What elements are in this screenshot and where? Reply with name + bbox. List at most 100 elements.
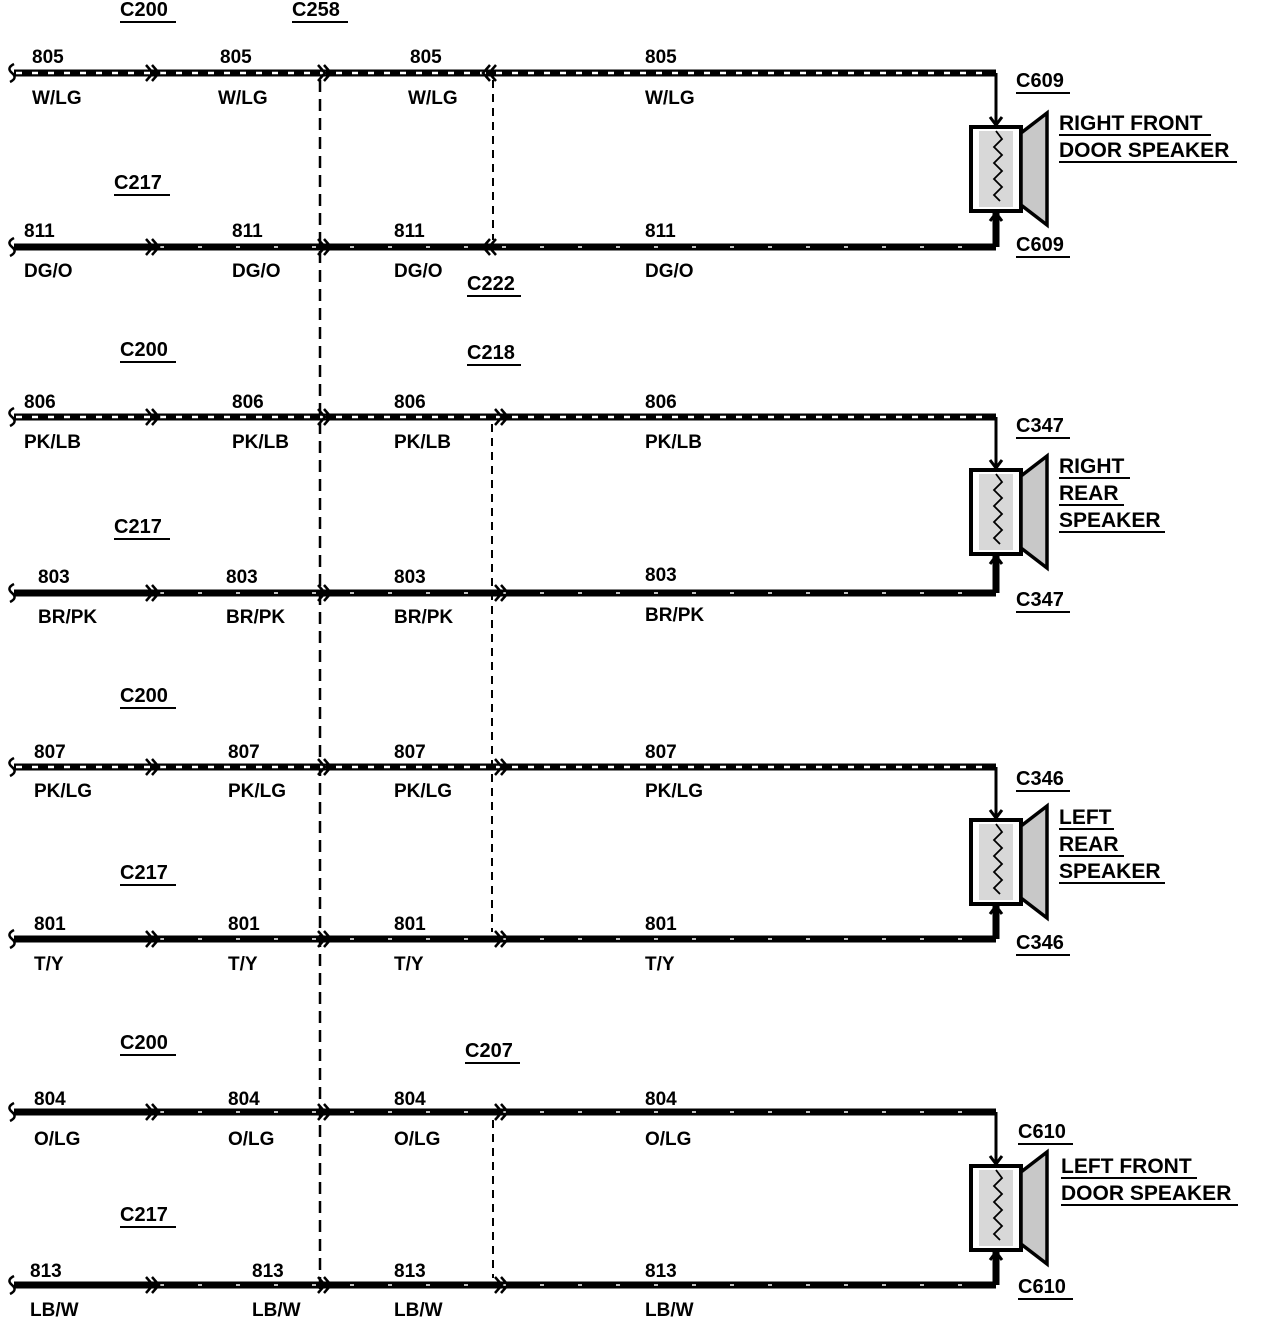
connector-label-c200: C200 bbox=[120, 0, 168, 21]
connector-label-c200: C200 bbox=[120, 685, 168, 707]
wire-break-mark bbox=[8, 236, 16, 258]
connector-label-c207: C207 bbox=[465, 1040, 513, 1062]
wire-color-code: DG/O bbox=[645, 261, 694, 282]
wire-break-mark bbox=[8, 1101, 16, 1123]
wire-runs bbox=[8, 62, 1000, 1296]
speaker-cone bbox=[1019, 452, 1049, 572]
circuit-number: 801 bbox=[34, 914, 66, 935]
connector-chevron bbox=[317, 64, 333, 82]
circuit-number: 806 bbox=[232, 392, 264, 413]
connector-chevron bbox=[145, 408, 161, 426]
speaker-fill bbox=[979, 824, 1013, 900]
connector-chevron bbox=[317, 1103, 333, 1121]
wire-color-code: DG/O bbox=[394, 261, 443, 282]
wire-color-code: DG/O bbox=[232, 261, 281, 282]
speaker-coil bbox=[992, 473, 1004, 545]
wire-color-code: T/Y bbox=[645, 954, 675, 975]
wire-color-code: PK/LG bbox=[645, 781, 703, 802]
speaker-terminal bbox=[988, 903, 1004, 915]
wire-color-code: LB/W bbox=[394, 1300, 443, 1320]
connector-chevron bbox=[145, 930, 161, 948]
connector-chevron bbox=[317, 758, 333, 776]
speaker-coil bbox=[992, 130, 1004, 202]
wire-807 bbox=[8, 756, 998, 818]
connector-label-c222: C222 bbox=[467, 273, 515, 295]
speaker-name-line: SPEAKER bbox=[1059, 860, 1161, 883]
wire-805 bbox=[8, 62, 998, 125]
speaker-connector-label: C346 bbox=[1016, 932, 1064, 954]
speaker-name-line: DOOR SPEAKER bbox=[1059, 139, 1229, 162]
wire-color-code: PK/LB bbox=[24, 432, 81, 453]
speaker-connector-label: C347 bbox=[1016, 415, 1064, 437]
wire-811 bbox=[8, 213, 1000, 258]
wire-color-code: W/LG bbox=[32, 88, 82, 109]
circuit-number: 813 bbox=[394, 1261, 426, 1282]
connector-chevron bbox=[145, 64, 161, 82]
wire-break-mark bbox=[8, 756, 16, 778]
wire-color-code: BR/PK bbox=[38, 607, 97, 628]
connector-chevron bbox=[317, 1276, 333, 1294]
speaker-connector-label: C610 bbox=[1018, 1276, 1066, 1298]
circuit-number: 811 bbox=[24, 221, 55, 242]
wire-801 bbox=[8, 906, 1000, 950]
connector-chevron bbox=[145, 1276, 161, 1294]
connector-chevron bbox=[145, 758, 161, 776]
circuit-number: 803 bbox=[645, 565, 677, 586]
connector-dividers bbox=[318, 80, 494, 1292]
connector-chevron bbox=[494, 408, 510, 426]
wire-break-mark bbox=[8, 928, 16, 950]
wire-color-code: O/LG bbox=[34, 1129, 80, 1150]
circuit-number: 804 bbox=[645, 1089, 677, 1110]
connector-chevron bbox=[494, 1103, 510, 1121]
connector-label-c258: C258 bbox=[292, 0, 340, 21]
circuit-number: 804 bbox=[228, 1089, 260, 1110]
speaker-terminal bbox=[988, 210, 1004, 222]
speaker-names: RIGHT FRONT DOOR SPEAKER RIGHT REAR SPEA… bbox=[1059, 112, 1231, 1205]
wire-color-code: O/LG bbox=[645, 1129, 691, 1150]
circuit-number: 813 bbox=[645, 1261, 677, 1282]
circuit-number: 811 bbox=[645, 221, 676, 242]
speaker-symbol-0 bbox=[969, 109, 1049, 229]
connector-chevron bbox=[317, 238, 333, 256]
wire-803 bbox=[8, 556, 1000, 604]
wire-color-code: W/LG bbox=[408, 88, 458, 109]
speaker-name-line: REAR bbox=[1059, 482, 1119, 505]
speaker-terminal bbox=[988, 1249, 1004, 1261]
circuit-number: 801 bbox=[228, 914, 260, 935]
wire-color-code: PK/LG bbox=[228, 781, 286, 802]
speaker-connector-label: C609 bbox=[1016, 70, 1064, 92]
wire-break-mark bbox=[8, 62, 16, 84]
wire-804 bbox=[8, 1101, 998, 1164]
wire-break-mark bbox=[8, 1274, 16, 1296]
wire-color-code: T/Y bbox=[34, 954, 64, 975]
wire-color-code: DG/O bbox=[24, 261, 73, 282]
circuit-number: 811 bbox=[394, 221, 425, 242]
connector-label-c218: C218 bbox=[467, 342, 515, 364]
circuit-number: 813 bbox=[30, 1261, 62, 1282]
speaker-terminal bbox=[988, 459, 1004, 471]
circuit-number: 806 bbox=[394, 392, 426, 413]
circuit-number: 807 bbox=[34, 742, 66, 763]
circuit-number: 804 bbox=[394, 1089, 426, 1110]
speaker-connector-labels: C609 C609 C347 C347 C346 C346 C610 C610 bbox=[1016, 70, 1066, 1298]
speaker-connector-label: C610 bbox=[1018, 1121, 1066, 1143]
wire-color-code: BR/PK bbox=[645, 605, 704, 626]
connector-label-c217: C217 bbox=[114, 172, 162, 194]
connector-chevron bbox=[494, 930, 510, 948]
connector-label-c217: C217 bbox=[120, 862, 168, 884]
connector-chevron bbox=[317, 930, 333, 948]
speaker-terminal bbox=[988, 1155, 1004, 1167]
circuit-number: 807 bbox=[394, 742, 426, 763]
speaker-name-line: DOOR SPEAKER bbox=[1061, 1182, 1231, 1205]
speaker-terminal bbox=[988, 116, 1004, 128]
speaker-name-line: LEFT bbox=[1059, 806, 1112, 829]
speaker-fill bbox=[979, 131, 1013, 207]
speaker-cone bbox=[1019, 1148, 1049, 1268]
wire-color-code: PK/LB bbox=[645, 432, 702, 453]
connector-chevron bbox=[145, 584, 161, 602]
circuit-number: 801 bbox=[645, 914, 677, 935]
speaker-symbol-2 bbox=[969, 802, 1049, 922]
speaker-fill bbox=[979, 1170, 1013, 1246]
circuit-number: 805 bbox=[220, 47, 252, 68]
